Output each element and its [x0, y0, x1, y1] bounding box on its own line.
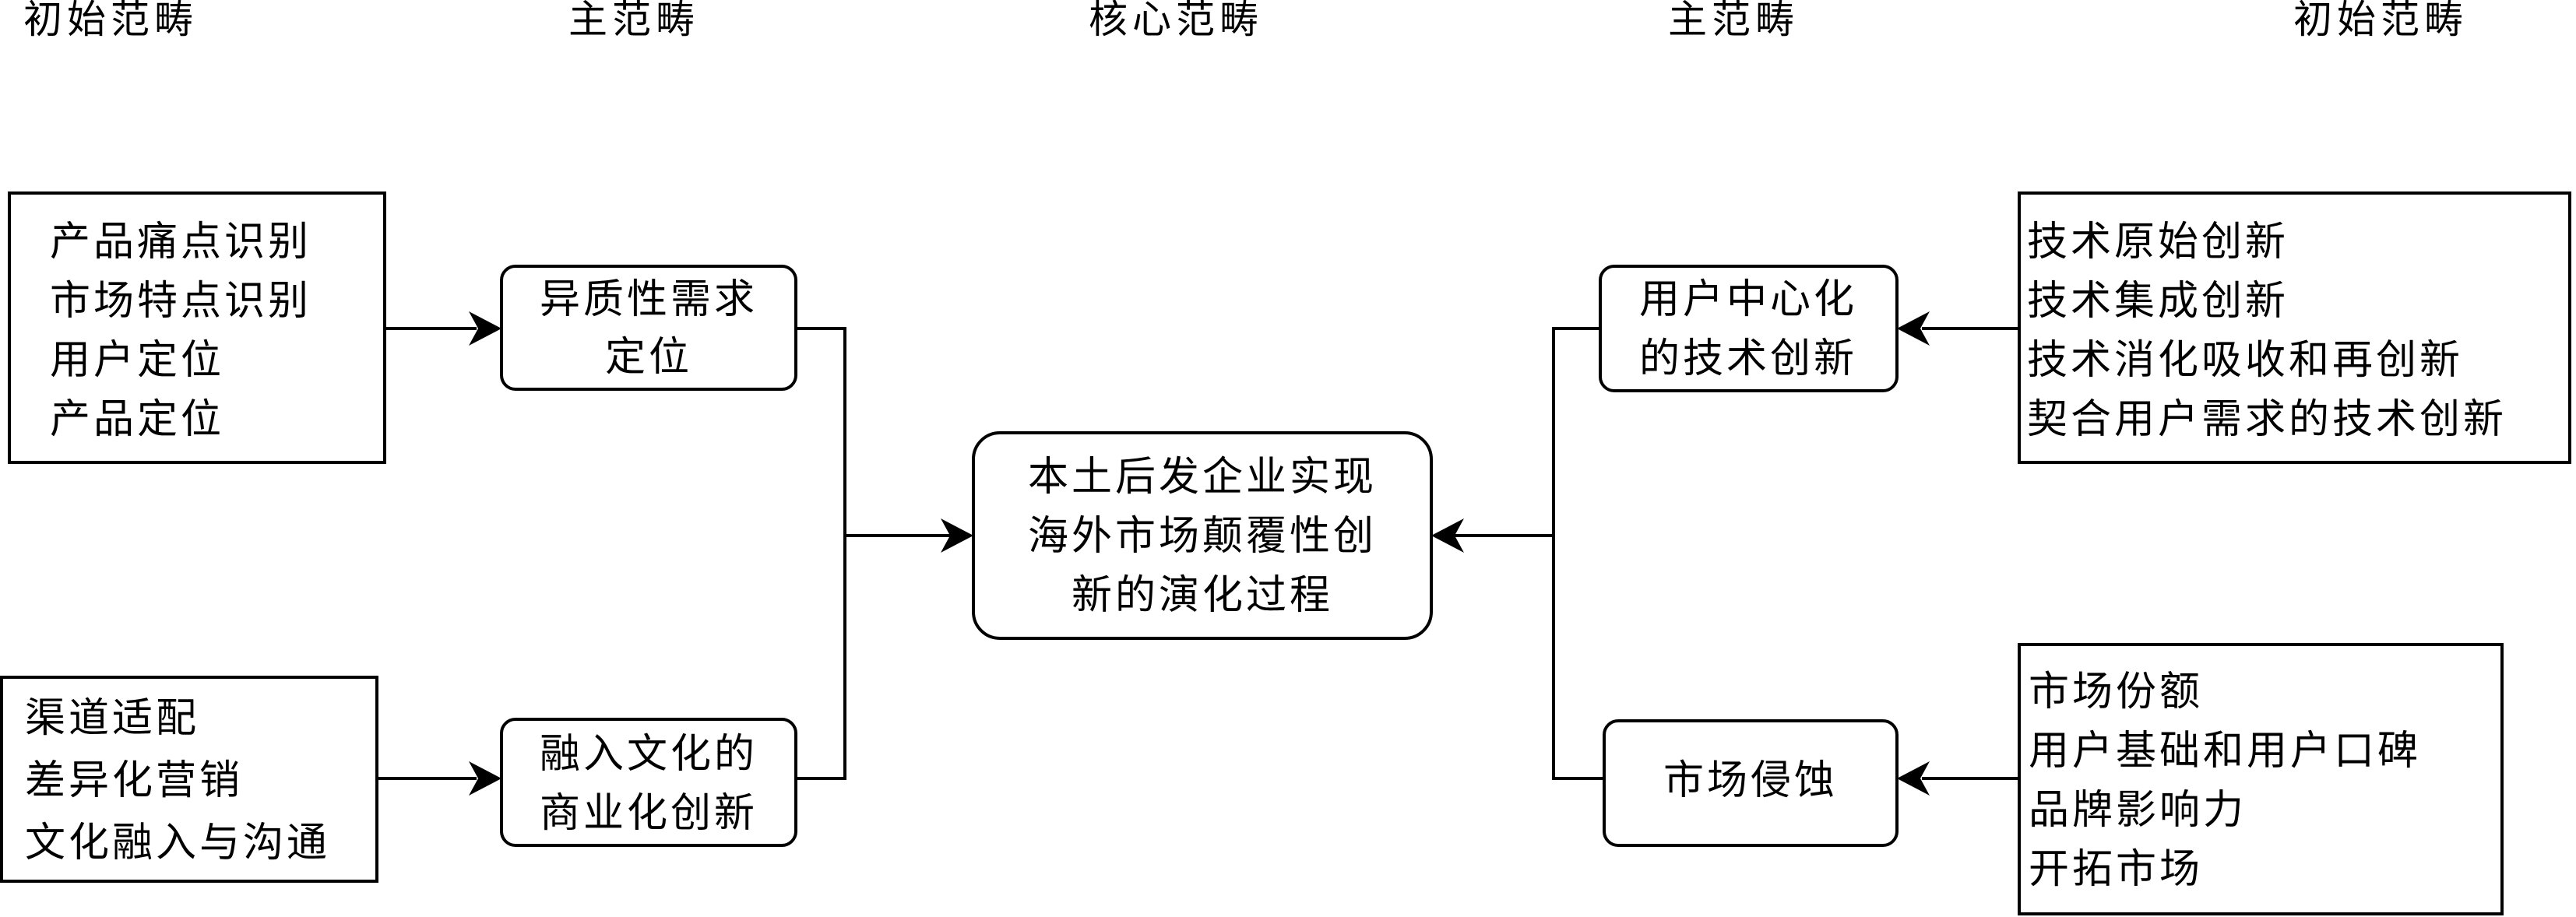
- right-bottom-main-line-1: 市场侵蚀: [1663, 757, 1838, 804]
- left-top-initial-line-4: 产品定位: [50, 396, 224, 443]
- left-bottom-initial-line-1: 渠道适配: [25, 695, 199, 742]
- core-line-3: 新的演化过程: [1072, 572, 1333, 619]
- header-right-initial: 初始范畴: [2293, 0, 2468, 42]
- left-top-initial-line-2: 市场特点识别: [50, 278, 311, 325]
- core-box: 本土后发企业实现 海外市场颠覆性创 新的演化过程: [972, 431, 1433, 640]
- left-bottom-initial-box: 渠道适配 差异化营销 文化融入与沟通: [0, 676, 378, 883]
- header-left-initial: 初始范畴: [23, 0, 198, 42]
- core-line-1: 本土后发企业实现: [1028, 454, 1377, 501]
- right-bottom-initial-line-4: 开拓市场: [2029, 846, 2203, 893]
- left-bottom-main-line-2: 商业化创新: [540, 790, 758, 837]
- arrowhead-core-right: [1431, 518, 1464, 553]
- left-bottom-main-line-1: 融入文化的: [540, 731, 758, 778]
- arrowhead-right-top: [1897, 311, 1930, 346]
- left-top-main-box: 异质性需求 定位: [500, 265, 797, 391]
- right-top-initial-line-4: 契合用户需求的技术创新: [2027, 396, 2507, 443]
- right-bottom-initial-box: 市场份额 用户基础和用户口碑 品牌影响力 开拓市场: [2018, 643, 2504, 915]
- arrowhead-core-left: [941, 518, 973, 553]
- connector-right-bracket: [1552, 327, 1604, 780]
- arrowhead-left-top: [469, 311, 501, 346]
- connector-left-bracket: [796, 327, 846, 780]
- right-top-main-box: 用户中心化 的技术创新: [1599, 265, 1899, 392]
- header-left-main: 主范畴: [568, 0, 699, 42]
- right-top-initial-line-1: 技术原始创新: [2027, 219, 2289, 265]
- left-bottom-initial-line-3: 文化融入与沟通: [25, 820, 330, 866]
- left-top-initial-line-1: 产品痛点识别: [50, 219, 311, 265]
- arrowhead-right-bottom: [1897, 761, 1930, 796]
- right-top-initial-line-2: 技术集成创新: [2027, 278, 2289, 325]
- left-top-initial-line-3: 用户定位: [50, 337, 224, 384]
- left-bottom-initial-line-2: 差异化营销: [25, 757, 243, 804]
- left-bottom-main-box: 融入文化的 商业化创新: [500, 718, 797, 847]
- header-right-main: 主范畴: [1668, 0, 1799, 42]
- left-top-initial-box: 产品痛点识别 市场特点识别 用户定位 产品定位: [8, 191, 386, 464]
- right-top-initial-box: 技术原始创新 技术集成创新 技术消化吸收和再创新 契合用户需求的技术创新: [2018, 191, 2571, 464]
- core-line-2: 海外市场颠覆性创: [1028, 513, 1377, 560]
- left-top-main-line-2: 定位: [605, 334, 692, 381]
- right-top-main-line-2: 的技术创新: [1639, 336, 1857, 382]
- right-top-initial-line-3: 技术消化吸收和再创新: [2027, 337, 2463, 384]
- connectors: [377, 311, 2019, 796]
- right-bottom-initial-line-1: 市场份额: [2029, 669, 2203, 715]
- right-top-main-line-1: 用户中心化: [1639, 276, 1857, 323]
- header-core: 核心范畴: [1089, 0, 1263, 42]
- right-bottom-initial-line-2: 用户基础和用户口碑: [2029, 728, 2421, 775]
- left-top-main-line-1: 异质性需求: [540, 276, 758, 323]
- arrowhead-left-bottom: [469, 761, 501, 796]
- right-bottom-initial-line-3: 品牌影响力: [2029, 787, 2247, 834]
- right-bottom-main-box: 市场侵蚀: [1603, 719, 1899, 847]
